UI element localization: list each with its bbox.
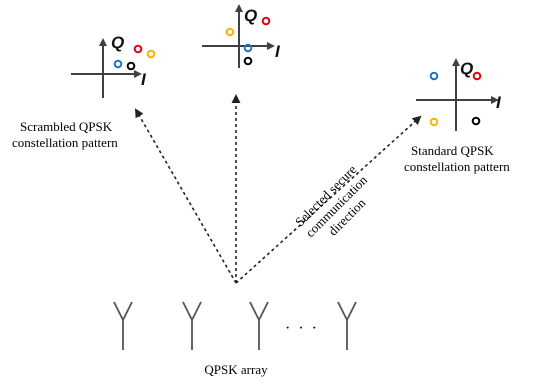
symbol-point-blue bbox=[429, 71, 439, 81]
symbol-point-red bbox=[133, 44, 143, 54]
symbol-point-yellow bbox=[225, 27, 235, 37]
scrambled-caption-line2: constellation pattern bbox=[12, 135, 118, 150]
middle-constellation: Q I bbox=[202, 4, 281, 68]
antenna-element bbox=[113, 301, 133, 350]
symbol-point-yellow bbox=[146, 49, 156, 59]
symbol-point-blue bbox=[113, 59, 123, 69]
antenna-element bbox=[337, 301, 357, 350]
beam-arrow-scrambled bbox=[134, 108, 237, 284]
i-axis-label: I bbox=[275, 42, 281, 61]
standard-constellation: Q I Standard QPSK constellation pattern bbox=[404, 58, 510, 174]
antenna-element bbox=[249, 301, 269, 350]
beam-arrow-secure bbox=[235, 115, 422, 284]
symbol-point-black bbox=[126, 61, 136, 71]
beam-arrows bbox=[134, 94, 422, 284]
standard-caption-line1: Standard QPSK bbox=[411, 143, 494, 158]
symbol-point-red bbox=[261, 16, 271, 26]
symbol-point-black bbox=[243, 56, 253, 66]
scrambled-constellation: Q I Scrambled QPSK constellation pattern bbox=[12, 33, 156, 150]
symbol-point-red bbox=[472, 71, 482, 81]
i-axis-label: I bbox=[141, 70, 147, 89]
qpsk-array bbox=[113, 301, 357, 350]
q-axis-label: Q bbox=[244, 6, 257, 25]
array-ellipsis: · · · bbox=[285, 320, 319, 337]
symbol-point-yellow bbox=[429, 117, 439, 127]
symbol-point-black bbox=[471, 116, 481, 126]
q-axis-label: Q bbox=[111, 33, 124, 52]
array-label: QPSK array bbox=[204, 362, 268, 377]
scrambled-caption-line1: Scrambled QPSK bbox=[20, 119, 113, 134]
i-axis-label: I bbox=[496, 93, 502, 112]
secure-direction-label: Selected secure communication direction bbox=[292, 162, 371, 240]
q-axis-label: Q bbox=[460, 59, 473, 78]
symbol-point-blue bbox=[243, 43, 253, 53]
standard-caption-line2: constellation pattern bbox=[404, 159, 510, 174]
antenna-element bbox=[182, 301, 202, 350]
